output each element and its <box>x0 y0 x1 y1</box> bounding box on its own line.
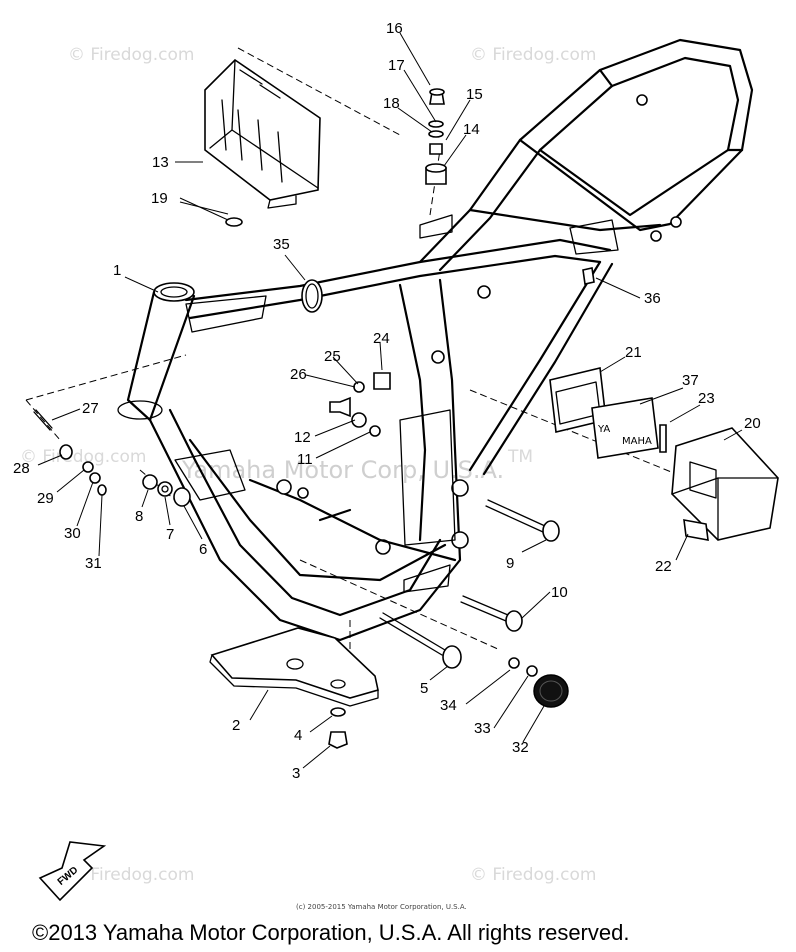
long-bolts <box>379 499 560 669</box>
end-cap-set <box>508 657 569 708</box>
callout-2: 2 <box>232 717 240 734</box>
callout-32: 32 <box>512 739 529 756</box>
callout-28: 28 <box>13 460 30 477</box>
screw <box>659 424 667 453</box>
callout-9: 9 <box>506 555 514 572</box>
grommet <box>225 217 243 227</box>
callout-5: 5 <box>420 680 428 697</box>
callout-31: 31 <box>85 555 102 572</box>
callout-30: 30 <box>64 525 81 542</box>
watermark-center: Yamaha Motor Corp, U.S.A. <box>181 456 504 484</box>
callout-labels: 16 17 18 15 14 13 19 35 1 36 21 37 23 20… <box>13 20 761 782</box>
tool-box-clip <box>683 519 709 541</box>
callout-10: 10 <box>551 584 568 601</box>
callout-34: 34 <box>440 697 457 714</box>
watermark-top-right: © Firedog.com <box>470 45 596 65</box>
skid-plate-fasteners <box>328 707 348 749</box>
leader-lines <box>37 32 743 769</box>
callout-3: 3 <box>292 765 300 782</box>
battery-box <box>204 58 321 209</box>
main-frame <box>117 38 754 642</box>
callout-29: 29 <box>37 490 54 507</box>
callout-16: 16 <box>386 20 403 37</box>
callout-17: 17 <box>388 57 405 74</box>
callout-21: 21 <box>625 344 642 361</box>
tool-box <box>671 427 779 541</box>
callout-15: 15 <box>466 86 483 103</box>
callout-14: 14 <box>463 121 480 138</box>
callout-25: 25 <box>324 348 341 365</box>
callout-18: 18 <box>383 95 400 112</box>
callout-23: 23 <box>698 390 715 407</box>
callout-11: 11 <box>297 451 313 468</box>
watermark-bottom-left: © Firedog.com <box>68 865 194 885</box>
assembly-guides <box>25 47 741 680</box>
callout-4: 4 <box>294 727 302 744</box>
battery-mount-stack <box>419 88 453 239</box>
callout-35: 35 <box>273 236 290 253</box>
callout-7: 7 <box>166 526 174 543</box>
engine-mount-center <box>276 372 391 499</box>
callout-19: 19 <box>151 190 168 207</box>
callout-26: 26 <box>290 366 307 383</box>
fwd-arrow: FWD <box>38 841 107 902</box>
fine-print: (c) 2005-2015 Yamaha Motor Corporation, … <box>296 903 467 911</box>
watermark-bottom-right: © Firedog.com <box>470 865 596 885</box>
callout-12: 12 <box>294 429 311 446</box>
callout-27: 27 <box>82 400 99 417</box>
callout-22: 22 <box>655 558 672 575</box>
callout-6: 6 <box>199 541 207 558</box>
svg-text:YA: YA <box>597 424 610 435</box>
callout-24: 24 <box>373 330 390 347</box>
callout-37: 37 <box>682 372 699 389</box>
skid-plate <box>209 627 379 707</box>
watermark-top-left: © Firedog.com <box>68 45 194 65</box>
band-clamp <box>301 279 323 313</box>
svg-text:MAHA: MAHA <box>622 436 652 447</box>
callout-1: 1 <box>113 262 121 279</box>
callout-13: 13 <box>152 154 169 171</box>
watermark-layer: © Firedog.com © Firedog.com © Firedog.co… <box>20 45 596 885</box>
watermark-mid-left: © Firedog.com <box>20 447 146 467</box>
callout-33: 33 <box>474 720 491 737</box>
rear-bolt <box>582 267 595 285</box>
emblem: YA MAHA <box>591 397 659 459</box>
callout-36: 36 <box>644 290 661 307</box>
watermark-tm: TM <box>507 447 533 467</box>
copyright-notice: ©2013 Yamaha Motor Corporation, U.S.A. A… <box>32 920 629 945</box>
engine-mount-left <box>142 474 191 507</box>
left-bolt-set <box>33 409 107 496</box>
callout-8: 8 <box>135 508 143 525</box>
callout-20: 20 <box>744 415 761 432</box>
